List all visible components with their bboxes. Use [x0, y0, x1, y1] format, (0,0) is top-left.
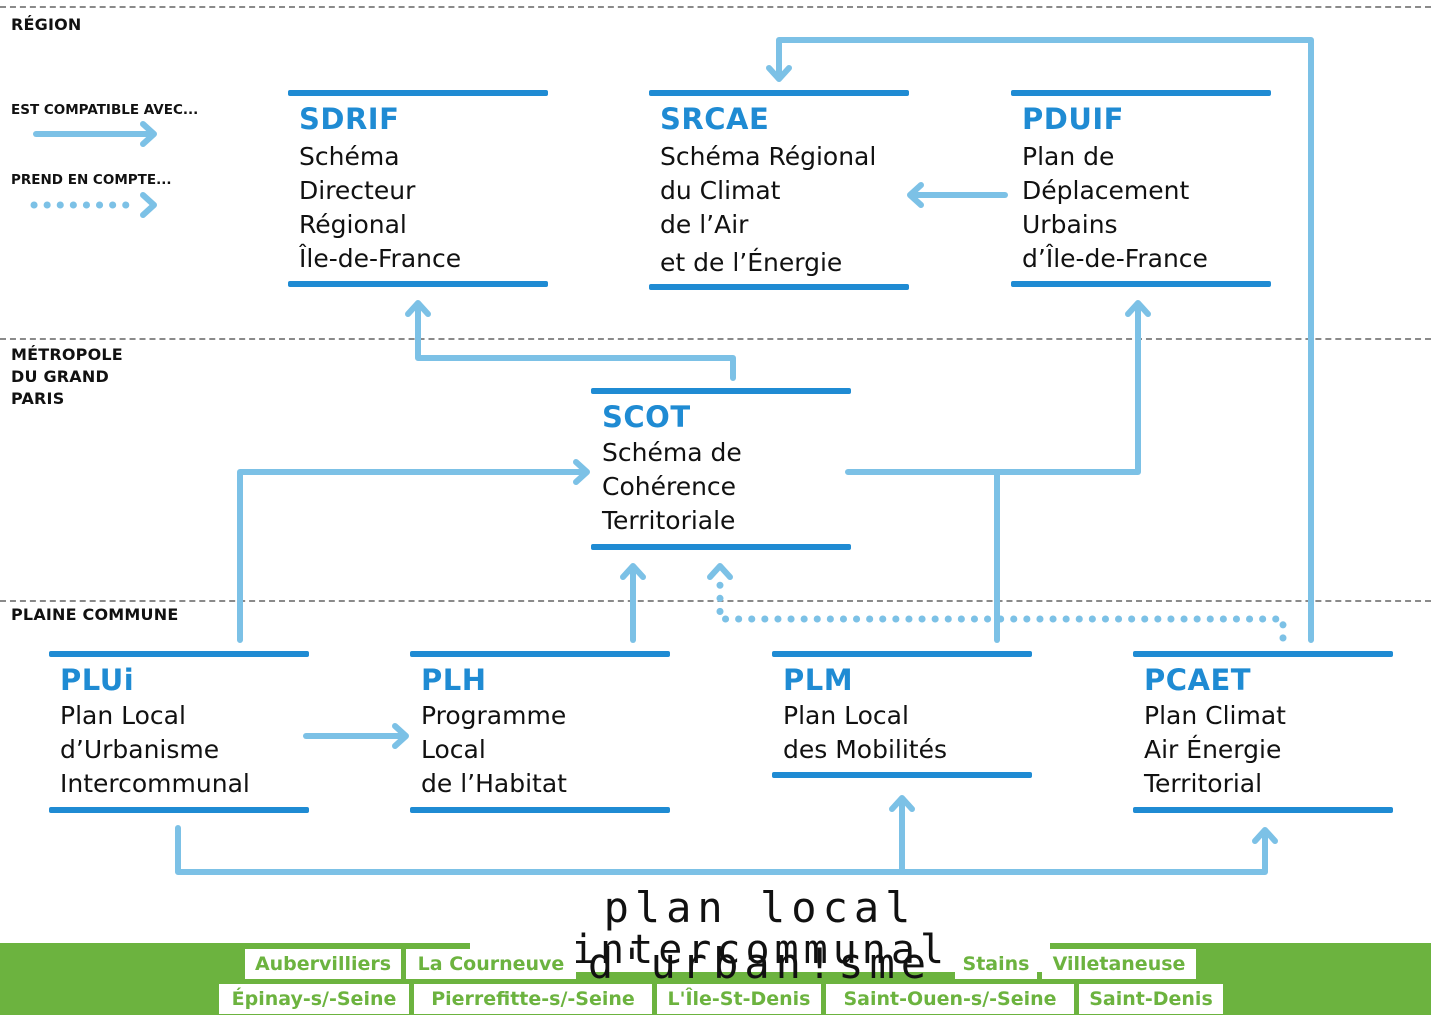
- plan-scot: SCOT Schéma de Cohérence Territoriale: [591, 388, 851, 552]
- legend-prend-en-compte-label: PREND EN COMPTE...: [11, 172, 172, 188]
- region-label: RÉGION: [11, 15, 82, 34]
- town-saint-ouen: Saint-Ouen-s/-Seine: [826, 984, 1074, 1014]
- sdrif-desc-2: Directeur: [299, 176, 416, 205]
- plan-pduif: PDUIF Plan de Déplacement Urbains d’Île-…: [1011, 90, 1271, 288]
- sdrif-desc-4: Île-de-France: [299, 244, 462, 273]
- plh-desc-1: Programme: [421, 701, 567, 730]
- srcae-desc-2: du Climat: [660, 176, 781, 205]
- logo-line-2: intercommunal: [570, 927, 950, 973]
- srcae-code: SRCAE: [660, 102, 770, 136]
- pduif-desc-2: Déplacement: [1022, 176, 1190, 205]
- town-pierrefitte: Pierrefitte-s/-Seine: [414, 984, 652, 1014]
- plui-to-plm-arrowhead: [889, 795, 915, 812]
- plui-logo: plan local d'urban!sme intercommunal: [470, 880, 1050, 988]
- pcaet-to-srcae-arrowhead: [766, 65, 792, 82]
- region-top-divider: [0, 6, 1431, 8]
- plh-top-bar: [410, 651, 670, 657]
- town-villetaneuse: Villetaneuse: [1042, 949, 1196, 979]
- metropole-divider: [0, 338, 1431, 340]
- pcaet-to-srcae-line: [776, 37, 1314, 643]
- metropole-label-1: MÉTROPOLE: [11, 345, 123, 364]
- legend-solid-arrowhead: [140, 121, 157, 147]
- pcaet-bottom-bar: [1133, 807, 1393, 813]
- scot-code: SCOT: [602, 400, 691, 434]
- scot-to-sdrif-line: [415, 302, 736, 381]
- plan-plui: PLUi Plan Local d’Urbanisme Intercommuna…: [49, 651, 309, 815]
- plan-plh: PLH Programme Local de l’Habitat: [410, 651, 670, 815]
- srcae-top-bar: [649, 90, 909, 96]
- sdrif-code: SDRIF: [299, 102, 400, 136]
- plui-desc-1: Plan Local: [60, 701, 186, 730]
- plui-to-plh-arrowhead: [392, 723, 409, 749]
- plaine-commune-divider: [0, 600, 1431, 602]
- plui-top-bar: [49, 651, 309, 657]
- plan-plm: PLM Plan Local des Mobilités: [772, 651, 1032, 781]
- plan-srcae: SRCAE Schéma Régional du Climat de l’Air…: [649, 90, 909, 292]
- town-lile-st-denis: L'Île-St-Denis: [657, 984, 821, 1014]
- plm-top-bar: [772, 651, 1032, 657]
- metropole-label-3: PARIS: [11, 389, 65, 408]
- sdrif-desc-3: Régional: [299, 210, 407, 239]
- logo-line-1: plan local d'urban!sme: [587, 883, 933, 988]
- plui-to-pcaet-arrowhead: [1252, 827, 1278, 844]
- pcaet-to-scot-arrowhead: [707, 563, 733, 580]
- town-epinay: Épinay-s/-Seine: [219, 984, 409, 1014]
- town-la-courneuve: La Courneuve: [406, 949, 576, 979]
- scot-desc-3: Territoriale: [602, 506, 736, 535]
- pcaet-code: PCAET: [1144, 663, 1252, 697]
- srcae-bottom-bar: [649, 284, 909, 290]
- plui-bottom-bar: [49, 807, 309, 813]
- scot-bottom-bar: [591, 544, 851, 550]
- scot-desc-1: Schéma de: [602, 438, 742, 467]
- pduif-desc-3: Urbains: [1022, 210, 1118, 239]
- metropole-label-2: DU GRAND: [11, 367, 109, 386]
- scot-top-bar: [591, 388, 851, 394]
- pduif-code: PDUIF: [1022, 102, 1124, 136]
- srcae-desc-3: de l’Air: [660, 210, 749, 239]
- pduif-desc-4: d’Île-de-France: [1022, 244, 1208, 273]
- sdrif-bottom-bar: [288, 281, 548, 287]
- scot-to-pduif-line: [845, 302, 1141, 475]
- scot-desc-2: Cohérence: [602, 472, 737, 501]
- plm-code: PLM: [783, 663, 854, 697]
- plui-desc-2: d’Urbanisme: [60, 735, 220, 764]
- plm-desc-1: Plan Local: [783, 701, 909, 730]
- plui-to-scot-line: [237, 469, 588, 643]
- plan-sdrif: SDRIF Schéma Directeur Régional Île-de-F…: [288, 90, 548, 288]
- srcae-desc-1: Schéma Régional: [660, 142, 877, 171]
- scot-to-pduif-arrowhead: [1125, 300, 1151, 317]
- scot-to-sdrif-arrowhead: [405, 300, 431, 317]
- plaine-commune-label: PLAINE COMMUNE: [11, 605, 179, 624]
- plui-code: PLUi: [60, 663, 135, 697]
- town-saint-denis: Saint-Denis: [1079, 984, 1223, 1014]
- pcaet-desc-3: Territorial: [1144, 769, 1263, 798]
- plh-desc-2: Local: [421, 735, 486, 764]
- plh-desc-3: de l’Habitat: [421, 769, 567, 798]
- plm-desc-2: des Mobilités: [783, 735, 948, 764]
- plh-code: PLH: [421, 663, 487, 697]
- pduif-to-srcae-arrowhead: [907, 182, 924, 208]
- plui-desc-3: Intercommunal: [60, 769, 250, 798]
- town-stains: Stains: [955, 949, 1037, 979]
- sdrif-top-bar: [288, 90, 548, 96]
- pcaet-desc-1: Plan Climat: [1144, 701, 1286, 730]
- plui-to-plm-pcaet-line: [175, 825, 1268, 875]
- srcae-desc-4: et de l’Énergie: [660, 248, 843, 277]
- pduif-desc-1: Plan de: [1022, 142, 1115, 171]
- sdrif-desc-1: Schéma: [299, 142, 400, 171]
- plui-to-scot-arrowhead: [573, 459, 590, 485]
- legend-dotted-arrowhead: [140, 192, 157, 218]
- pcaet-to-scot-dotted-line: [716, 581, 1287, 642]
- pduif-bottom-bar: [1011, 281, 1271, 287]
- pduif-top-bar: [1011, 90, 1271, 96]
- town-aubervilliers: Aubervilliers: [245, 949, 401, 979]
- plh-to-scot-arrowhead: [620, 563, 646, 580]
- legend-compatible-label: EST COMPATIBLE AVEC...: [11, 102, 199, 118]
- pcaet-desc-2: Air Énergie: [1144, 735, 1282, 764]
- plh-bottom-bar: [410, 807, 670, 813]
- plan-pcaet: PCAET Plan Climat Air Énergie Territoria…: [1133, 651, 1393, 815]
- plm-bottom-bar: [772, 772, 1032, 778]
- pcaet-top-bar: [1133, 651, 1393, 657]
